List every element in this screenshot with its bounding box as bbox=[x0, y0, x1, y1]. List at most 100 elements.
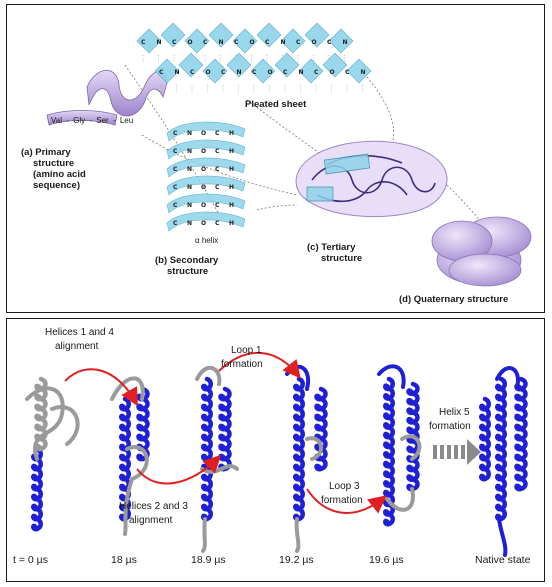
svg-text:Loop 1: Loop 1 bbox=[231, 345, 262, 356]
svg-text:C: C bbox=[345, 69, 350, 76]
svg-text:formation: formation bbox=[321, 495, 363, 506]
svg-text:C: C bbox=[172, 39, 177, 46]
svg-text:N: N bbox=[343, 39, 348, 46]
helix-turn bbox=[166, 193, 246, 214]
svg-text:C: C bbox=[215, 130, 220, 137]
event-label-helices-1-4: Helices 1 and 4 alignment bbox=[45, 327, 114, 352]
svg-text:structure: structure bbox=[321, 253, 362, 264]
helix-turn bbox=[166, 175, 246, 196]
primary-label: (a) Primary structure (amino acid sequen… bbox=[21, 147, 86, 191]
svg-text:Helix 5: Helix 5 bbox=[439, 407, 470, 418]
svg-text:N: N bbox=[187, 202, 192, 209]
svg-text:H: H bbox=[229, 184, 234, 191]
svg-text:N: N bbox=[187, 220, 192, 227]
svg-text:O: O bbox=[330, 69, 335, 76]
helix-turn bbox=[166, 121, 246, 142]
svg-text:C: C bbox=[283, 69, 288, 76]
arrow-helices-1-4 bbox=[64, 368, 138, 407]
svg-text:(b) Secondary: (b) Secondary bbox=[155, 255, 219, 266]
residue-1: Val bbox=[51, 116, 62, 125]
svg-text:C: C bbox=[203, 39, 208, 46]
svg-text:O: O bbox=[188, 39, 193, 46]
helix-turn bbox=[166, 139, 246, 160]
svg-text:C: C bbox=[252, 69, 257, 76]
time-label-4: 19.6 µs bbox=[369, 554, 404, 566]
tertiary-structure bbox=[295, 140, 448, 217]
residue-3: Ser bbox=[96, 116, 109, 125]
svg-text:O: O bbox=[201, 220, 206, 227]
svg-text:N: N bbox=[157, 39, 162, 46]
protein-snapshot-3 bbox=[285, 364, 328, 553]
helix-turn bbox=[166, 211, 246, 232]
svg-text:O: O bbox=[268, 69, 273, 76]
quaternary-label: (d) Quaternary structure bbox=[399, 294, 508, 305]
residue-2: Gly bbox=[73, 116, 85, 125]
svg-text:O: O bbox=[312, 39, 317, 46]
svg-text:O: O bbox=[201, 202, 206, 209]
residue-4: Leu bbox=[120, 116, 133, 125]
primary-sequence-text: Val - Gly - Ser - Leu bbox=[51, 116, 133, 125]
svg-text:C: C bbox=[173, 202, 178, 209]
svg-text:C: C bbox=[215, 220, 220, 227]
svg-text:alignment: alignment bbox=[55, 341, 99, 352]
svg-text:C: C bbox=[141, 39, 146, 46]
svg-text:alignment: alignment bbox=[129, 515, 173, 526]
svg-text:N: N bbox=[299, 69, 304, 76]
quaternary-structure bbox=[431, 216, 532, 287]
svg-text:C: C bbox=[234, 39, 239, 46]
svg-text:(amino acid: (amino acid bbox=[33, 169, 86, 180]
svg-text:O: O bbox=[201, 130, 206, 137]
svg-text:C: C bbox=[215, 166, 220, 173]
time-label-3: 19.2 µs bbox=[279, 554, 314, 566]
svg-text:(c) Tertiary: (c) Tertiary bbox=[307, 242, 356, 253]
event-label-loop-1: Loop 1 formation bbox=[221, 345, 263, 370]
svg-text:C: C bbox=[173, 148, 178, 155]
secondary-label: (b) Secondary structure bbox=[155, 255, 219, 277]
svg-text:H: H bbox=[229, 148, 234, 155]
svg-text:structure: structure bbox=[167, 266, 208, 277]
protein-structure-levels-panel: Val - Gly - Ser - Leu (a) Primary struct… bbox=[6, 4, 545, 313]
alpha-helix-label: α helix bbox=[195, 236, 218, 245]
time-label-2: 18.9 µs bbox=[191, 554, 226, 566]
svg-text:C: C bbox=[173, 166, 178, 173]
svg-text:N: N bbox=[187, 184, 192, 191]
svg-text:N: N bbox=[187, 130, 192, 137]
svg-text:(a) Primary: (a) Primary bbox=[21, 147, 71, 158]
svg-text:O: O bbox=[206, 69, 211, 76]
svg-text:O: O bbox=[201, 166, 206, 173]
svg-text:sequence): sequence) bbox=[33, 180, 80, 191]
svg-text:structure: structure bbox=[33, 158, 74, 169]
svg-text:formation: formation bbox=[429, 421, 471, 432]
arrow-loop-1 bbox=[218, 351, 301, 379]
svg-text:C: C bbox=[159, 69, 164, 76]
svg-text:Helices 2 and 3: Helices 2 and 3 bbox=[119, 501, 188, 512]
svg-text:C: C bbox=[215, 148, 220, 155]
svg-text:Loop 3: Loop 3 bbox=[329, 481, 360, 492]
protein-structure-diagram: Val - Gly - Ser - Leu (a) Primary struct… bbox=[21, 22, 532, 305]
pleated-sheet-label: Pleated sheet bbox=[245, 99, 307, 110]
protein-snapshot-2 bbox=[195, 365, 239, 553]
svg-text:C: C bbox=[314, 69, 319, 76]
time-label-1: 18 µs bbox=[111, 554, 137, 566]
folding-pathway-diagram: Helices 1 and 4 alignment Loop 1 formati… bbox=[13, 327, 531, 566]
svg-text:C: C bbox=[265, 39, 270, 46]
svg-text:N: N bbox=[237, 69, 242, 76]
time-label-0: t = 0 µs bbox=[13, 554, 48, 566]
svg-text:N: N bbox=[187, 166, 192, 173]
svg-text:N: N bbox=[281, 39, 286, 46]
svg-text:C: C bbox=[215, 202, 220, 209]
svg-text:O: O bbox=[250, 39, 255, 46]
svg-text:C: C bbox=[215, 184, 220, 191]
event-label-loop-3: Loop 3 formation bbox=[321, 481, 363, 506]
svg-text:H: H bbox=[229, 202, 234, 209]
svg-text:O: O bbox=[201, 148, 206, 155]
svg-text:C: C bbox=[221, 69, 226, 76]
tertiary-label: (c) Tertiary structure bbox=[307, 242, 362, 264]
svg-text:C: C bbox=[173, 184, 178, 191]
svg-text:N: N bbox=[175, 69, 180, 76]
svg-text:C: C bbox=[327, 39, 332, 46]
